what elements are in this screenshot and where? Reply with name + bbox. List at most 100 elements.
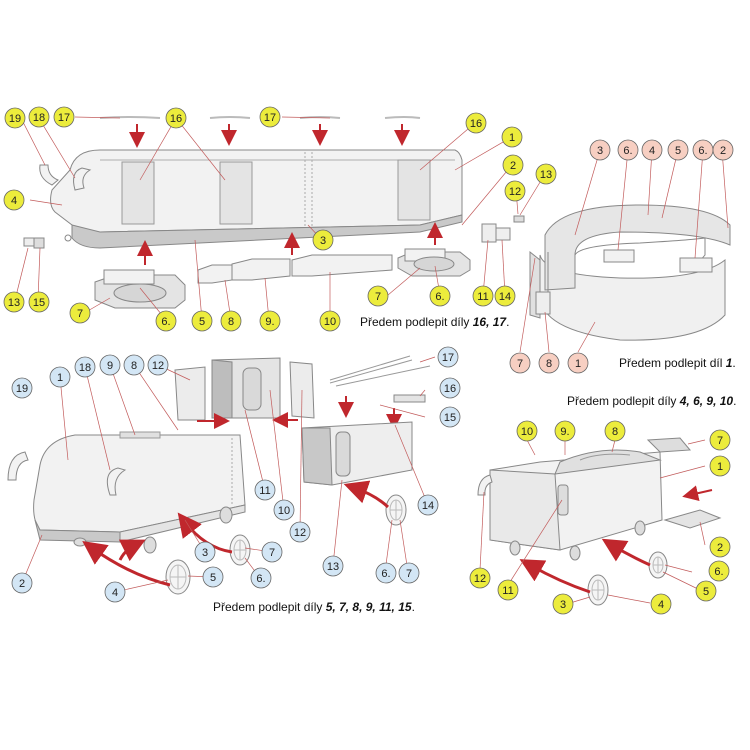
callout-number: 8 [546, 358, 552, 370]
callout-circle [641, 139, 663, 161]
callout-number: 6. [714, 566, 723, 578]
callout-number: 12 [474, 573, 486, 585]
callout-number: 4 [11, 195, 17, 207]
small-car-assembly [477, 437, 722, 606]
callout-number: 7 [269, 547, 275, 559]
leader-lines-bottom-right [479, 439, 706, 604]
callout-circle [289, 521, 311, 543]
callout-number: 7 [517, 358, 523, 370]
tram-body-assembly [23, 116, 525, 309]
callout-number: 1 [57, 372, 63, 384]
callout-circle [104, 581, 126, 603]
callout-number: 12 [152, 360, 164, 372]
callout-circle [502, 154, 524, 176]
callout-circle [465, 112, 487, 134]
callout-circle [695, 580, 717, 602]
callout-number: 17 [58, 112, 70, 124]
callout-p7: 7 [509, 352, 531, 374]
callout-number: 11 [259, 485, 270, 497]
box-10 [291, 254, 393, 277]
callout-circle [28, 106, 50, 128]
callout-number: 10 [521, 426, 533, 438]
callout-number: 17 [264, 112, 276, 124]
callout-y16a: 16 [165, 107, 187, 129]
callout-number: 3 [597, 145, 603, 157]
leader-lines-ring [519, 149, 729, 353]
callout-circle [501, 126, 523, 148]
callout-circle [497, 579, 519, 601]
callout-p6b: 6. [692, 139, 714, 161]
end-car-assembly [7, 355, 431, 554]
callout-number: 5 [675, 145, 681, 157]
callout-number: 1 [575, 358, 581, 370]
callout-circle [123, 354, 145, 376]
callout-number: 14 [499, 291, 511, 303]
callout-number: 8 [612, 426, 618, 438]
callout-number: 5 [199, 316, 205, 328]
callout-number: 2 [510, 160, 516, 172]
callout-circle [155, 310, 177, 332]
callout-number: 9. [560, 426, 569, 438]
leader-lines-top [14, 116, 546, 321]
callout-b15: 15 [439, 406, 461, 428]
callout-b17: 17 [437, 346, 459, 368]
callout-number: 10 [324, 316, 336, 328]
callout-b1: 1 [49, 366, 71, 388]
callout-number: 3 [202, 547, 208, 559]
callout-circle [437, 346, 459, 368]
callout-circle [322, 555, 344, 577]
callout-y5: 5 [191, 310, 213, 332]
callout-number: 1 [509, 132, 515, 144]
callout-b14: 14 [417, 494, 439, 516]
callout-number: 16 [470, 118, 482, 130]
callout-g4: 4 [650, 593, 672, 615]
callout-circle [469, 567, 491, 589]
callout-circle [708, 560, 730, 582]
callout-number: 9 [107, 360, 113, 372]
callout-b2: 2 [11, 572, 33, 594]
callout-p5: 5 [667, 139, 689, 161]
callout-circle [4, 107, 26, 129]
callout-b16: 16 [439, 377, 461, 399]
callout-circle [220, 310, 242, 332]
handle-18 [106, 467, 127, 496]
callout-circle [312, 229, 334, 251]
callout-y6a: 6. [155, 310, 177, 332]
callout-number: 2 [720, 145, 726, 157]
callout-b8: 8 [123, 354, 145, 376]
callout-number: 1 [717, 461, 723, 473]
callout-p3: 3 [589, 139, 611, 161]
callout-b18: 18 [74, 356, 96, 378]
callout-g10: 10 [516, 420, 538, 442]
callout-number: 6. [698, 145, 707, 157]
callout-y7a: 7 [69, 302, 91, 324]
callout-circle [165, 107, 187, 129]
callout-number: 8 [228, 316, 234, 328]
cab-ring-assembly [529, 204, 731, 341]
callout-y11: 11 [472, 285, 494, 307]
callout-circle [367, 285, 389, 307]
callout-number: 6. [381, 568, 390, 580]
bogie-right [397, 248, 471, 277]
callout-circle [554, 420, 576, 442]
callout-p1: 1 [567, 352, 589, 374]
callout-number: 11 [502, 585, 513, 597]
callout-p6a: 6. [617, 139, 639, 161]
callout-p8: 8 [538, 352, 560, 374]
callout-circle [472, 285, 494, 307]
callout-number: 7 [77, 308, 83, 320]
callout-number: 15 [33, 297, 45, 309]
callout-number: 4 [658, 599, 664, 611]
callout-circle [552, 593, 574, 615]
callout-circle [516, 420, 538, 442]
callout-number: 7 [375, 291, 381, 303]
callout-y7b: 7 [367, 285, 389, 307]
callout-g1: 1 [709, 455, 731, 477]
callout-circle [589, 139, 611, 161]
callout-y15: 15 [28, 291, 50, 313]
callout-circle [567, 352, 589, 374]
callout-y18: 18 [28, 106, 50, 128]
callout-circle [538, 352, 560, 374]
